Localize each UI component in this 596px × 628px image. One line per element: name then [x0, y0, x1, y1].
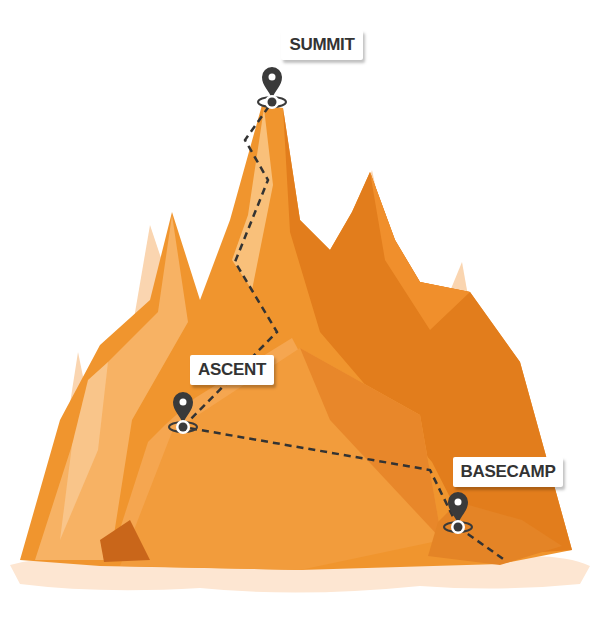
- right-ridge: [370, 172, 470, 330]
- front-block: [120, 348, 442, 570]
- location-label: ASCENT: [190, 355, 274, 385]
- location-pin: SUMMIT: [256, 30, 363, 102]
- trail-path: [183, 427, 458, 527]
- location-pin: BASECAMP: [442, 457, 563, 527]
- summit-highlight: [232, 108, 273, 290]
- front-shadow: [300, 348, 442, 540]
- rock-shadow: [100, 520, 150, 562]
- mountain-massif: [20, 105, 572, 570]
- left-spire: [60, 362, 108, 540]
- pin-marker: [438, 485, 478, 535]
- pin-marker: [163, 385, 203, 435]
- location-pin: ASCENT: [167, 355, 274, 427]
- location-label: SUMMIT: [281, 30, 362, 60]
- pin-marker: [252, 60, 292, 110]
- location-label: BASECAMP: [453, 457, 564, 487]
- trail-path: [183, 102, 277, 427]
- basecamp-block: [428, 502, 562, 565]
